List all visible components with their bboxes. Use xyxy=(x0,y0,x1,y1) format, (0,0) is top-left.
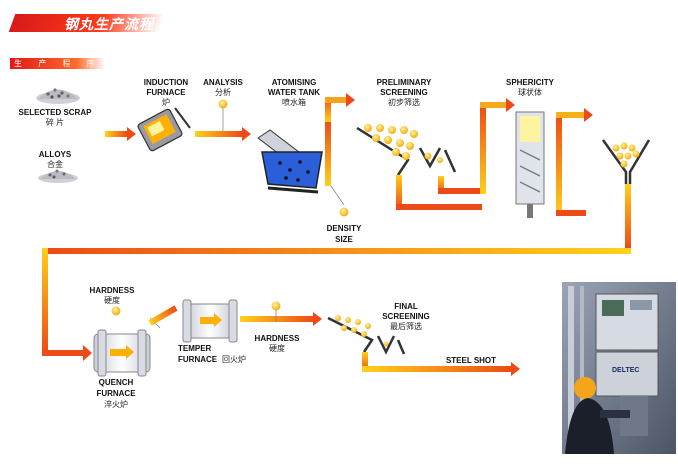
label-density-2: SIZE xyxy=(335,235,353,244)
flow-arrow-to-funnel xyxy=(556,108,593,216)
label-induction-2: FURNACE xyxy=(146,88,186,97)
label-hardness-2: HARDNESS xyxy=(254,334,300,343)
label-atomising-1: ATOMISING xyxy=(271,78,317,87)
analysis-dot xyxy=(218,99,228,109)
label-sphericity: SPHERICITY xyxy=(505,78,554,87)
temper-furnace-icon xyxy=(182,299,238,343)
label-quench-cn: 淬火炉 xyxy=(104,400,128,409)
label-hardness-1-cn: 硬度 xyxy=(104,296,120,305)
induction-furnace-icon xyxy=(137,107,191,152)
label-final-2: SCREENING xyxy=(382,312,430,321)
funnel-icon xyxy=(601,139,651,184)
flow-arrow-to-sphericity xyxy=(396,98,515,210)
flow-arrow-to-final xyxy=(240,312,322,326)
label-steel-shot: STEEL SHOT xyxy=(445,356,497,365)
flow-arrow-to-temper xyxy=(148,305,178,329)
label-preliminary-2: SCREENING xyxy=(380,88,428,97)
flow-arrow-to-steel-shot xyxy=(362,352,520,376)
flow-arrow-to-quench xyxy=(42,184,631,361)
label-alloys: ALLOYS xyxy=(38,150,72,159)
label-preliminary-1: PRELIMINARY xyxy=(376,78,432,87)
label-hardness-2-cn: 硬度 xyxy=(269,344,285,353)
label-selected-scrap-cn: 碎 片 xyxy=(45,118,65,127)
label-induction-1: INDUCTION xyxy=(143,78,189,87)
label-analysis-cn: 分析 xyxy=(215,88,231,97)
label-temper-2: FURNACE xyxy=(178,355,218,364)
label-analysis: ANALYSIS xyxy=(203,78,243,87)
scrap-pile-icon xyxy=(36,88,80,104)
label-temper-1: TEMPER xyxy=(178,344,212,353)
label-final-cn: 最后筛选 xyxy=(390,322,422,331)
hardness-dot-1 xyxy=(111,306,121,316)
density-dot xyxy=(339,207,349,217)
label-sphericity-cn: 球状体 xyxy=(518,88,542,97)
label-quench-2: FURNACE xyxy=(96,389,136,398)
label-alloys-cn: 合金 xyxy=(47,160,63,169)
alloys-pile-icon xyxy=(38,169,78,183)
label-hardness-1: HARDNESS xyxy=(89,286,135,295)
photo-brand-label: DELTEC xyxy=(612,367,639,374)
label-temper-cn: 回火炉 xyxy=(222,355,246,364)
label-induction-cn: 炉 xyxy=(162,98,170,107)
label-quench-1: QUENCH xyxy=(98,378,134,387)
label-atomising-cn: 喷水箱 xyxy=(282,98,306,107)
label-atomising-2: WATER TANK xyxy=(267,88,321,97)
label-selected-scrap: SELECTED SCRAP xyxy=(18,108,92,117)
flow-arrow-to-screening xyxy=(325,93,355,186)
sphericity-column-icon xyxy=(515,111,545,218)
page-title: 钢丸生产流程 xyxy=(64,16,154,32)
water-tank-icon xyxy=(257,129,323,194)
flow-arrow-to-tank xyxy=(195,127,251,141)
label-density-1: DENSITY xyxy=(326,224,362,233)
final-screen-icon xyxy=(327,315,406,355)
flow-arrow-to-furnace xyxy=(105,127,136,141)
hardness-dot-2 xyxy=(271,301,281,311)
subtitle-banner xyxy=(10,58,105,69)
label-final-1: FINAL xyxy=(394,302,418,311)
factory-photo xyxy=(562,282,676,454)
preliminary-screen-icon xyxy=(356,124,457,176)
quench-furnace-icon xyxy=(93,329,151,377)
page-subtitle: 生 产 程 序 xyxy=(14,59,102,68)
label-preliminary-cn: 初步筛选 xyxy=(388,98,420,107)
